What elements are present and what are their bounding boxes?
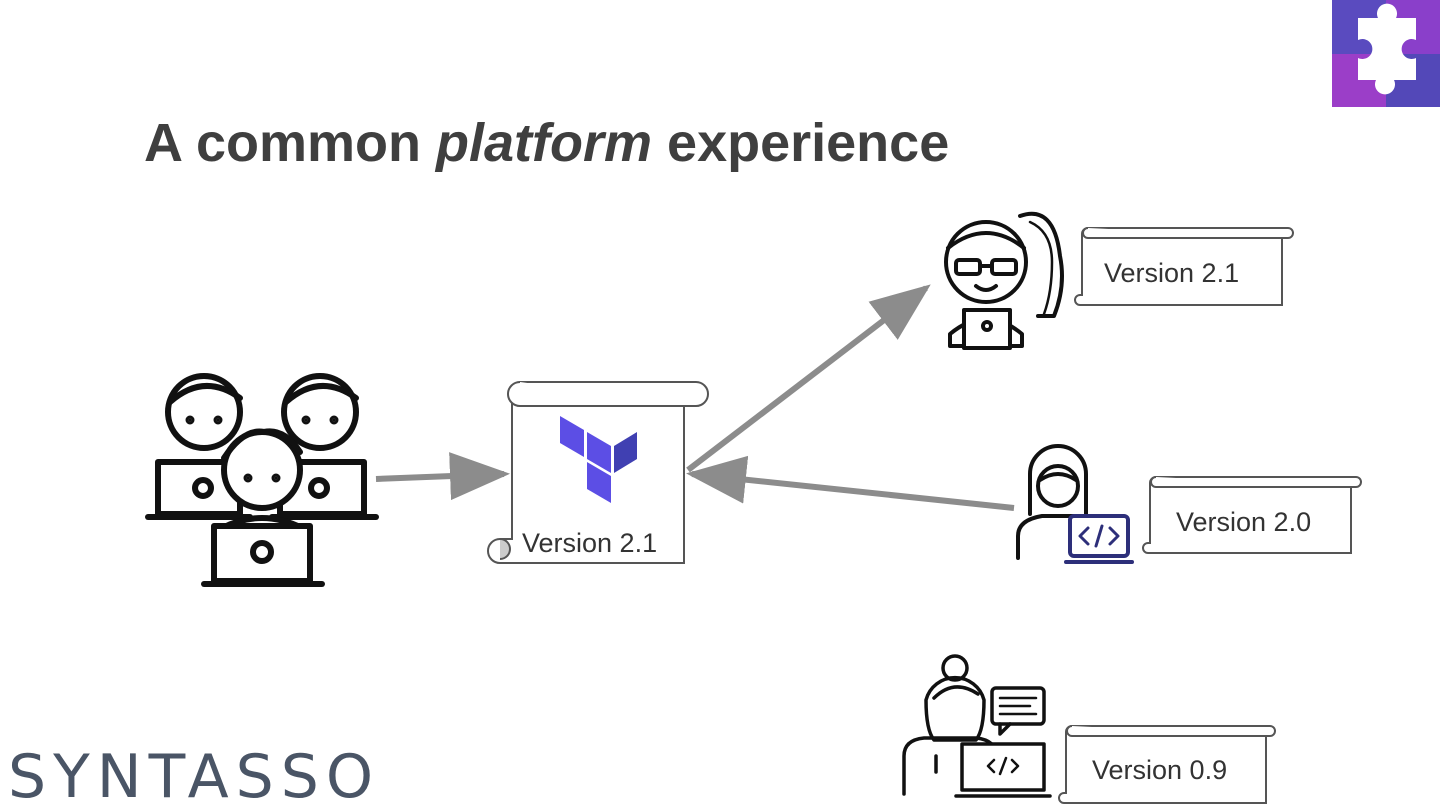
platform-team-icon (145, 373, 379, 587)
page-title: A common platform experience (144, 112, 949, 174)
consumer-scroll-3 (1058, 725, 1276, 804)
arrow-scroll-to-consumer-1 (686, 284, 931, 473)
arrow-consumer-2-to-scroll (686, 455, 1015, 511)
consumer-scroll-1 (1074, 227, 1294, 306)
developer-woman-chat-icon (902, 654, 1052, 798)
title-pre: A common (144, 113, 422, 173)
terraform-icon (560, 416, 637, 503)
brand-logo: SYNTASSO (8, 742, 381, 812)
consumer-2-version: Version 2.0 (1176, 507, 1312, 537)
central-scroll-version: Version 2.1 (522, 528, 658, 558)
consumer-scroll-2 (1142, 476, 1362, 554)
arrow-producers-to-scroll (375, 452, 510, 501)
title-post: experience (667, 113, 950, 173)
consumer-3-version: Version 0.9 (1092, 755, 1228, 785)
title-emphasis: platform (436, 113, 653, 173)
puzzle-logo-icon (1332, 0, 1440, 107)
consumer-1-version: Version 2.1 (1104, 258, 1240, 288)
developer-woman-code-laptop-icon (1016, 444, 1134, 564)
developer-woman-glasses-icon (944, 211, 1064, 350)
